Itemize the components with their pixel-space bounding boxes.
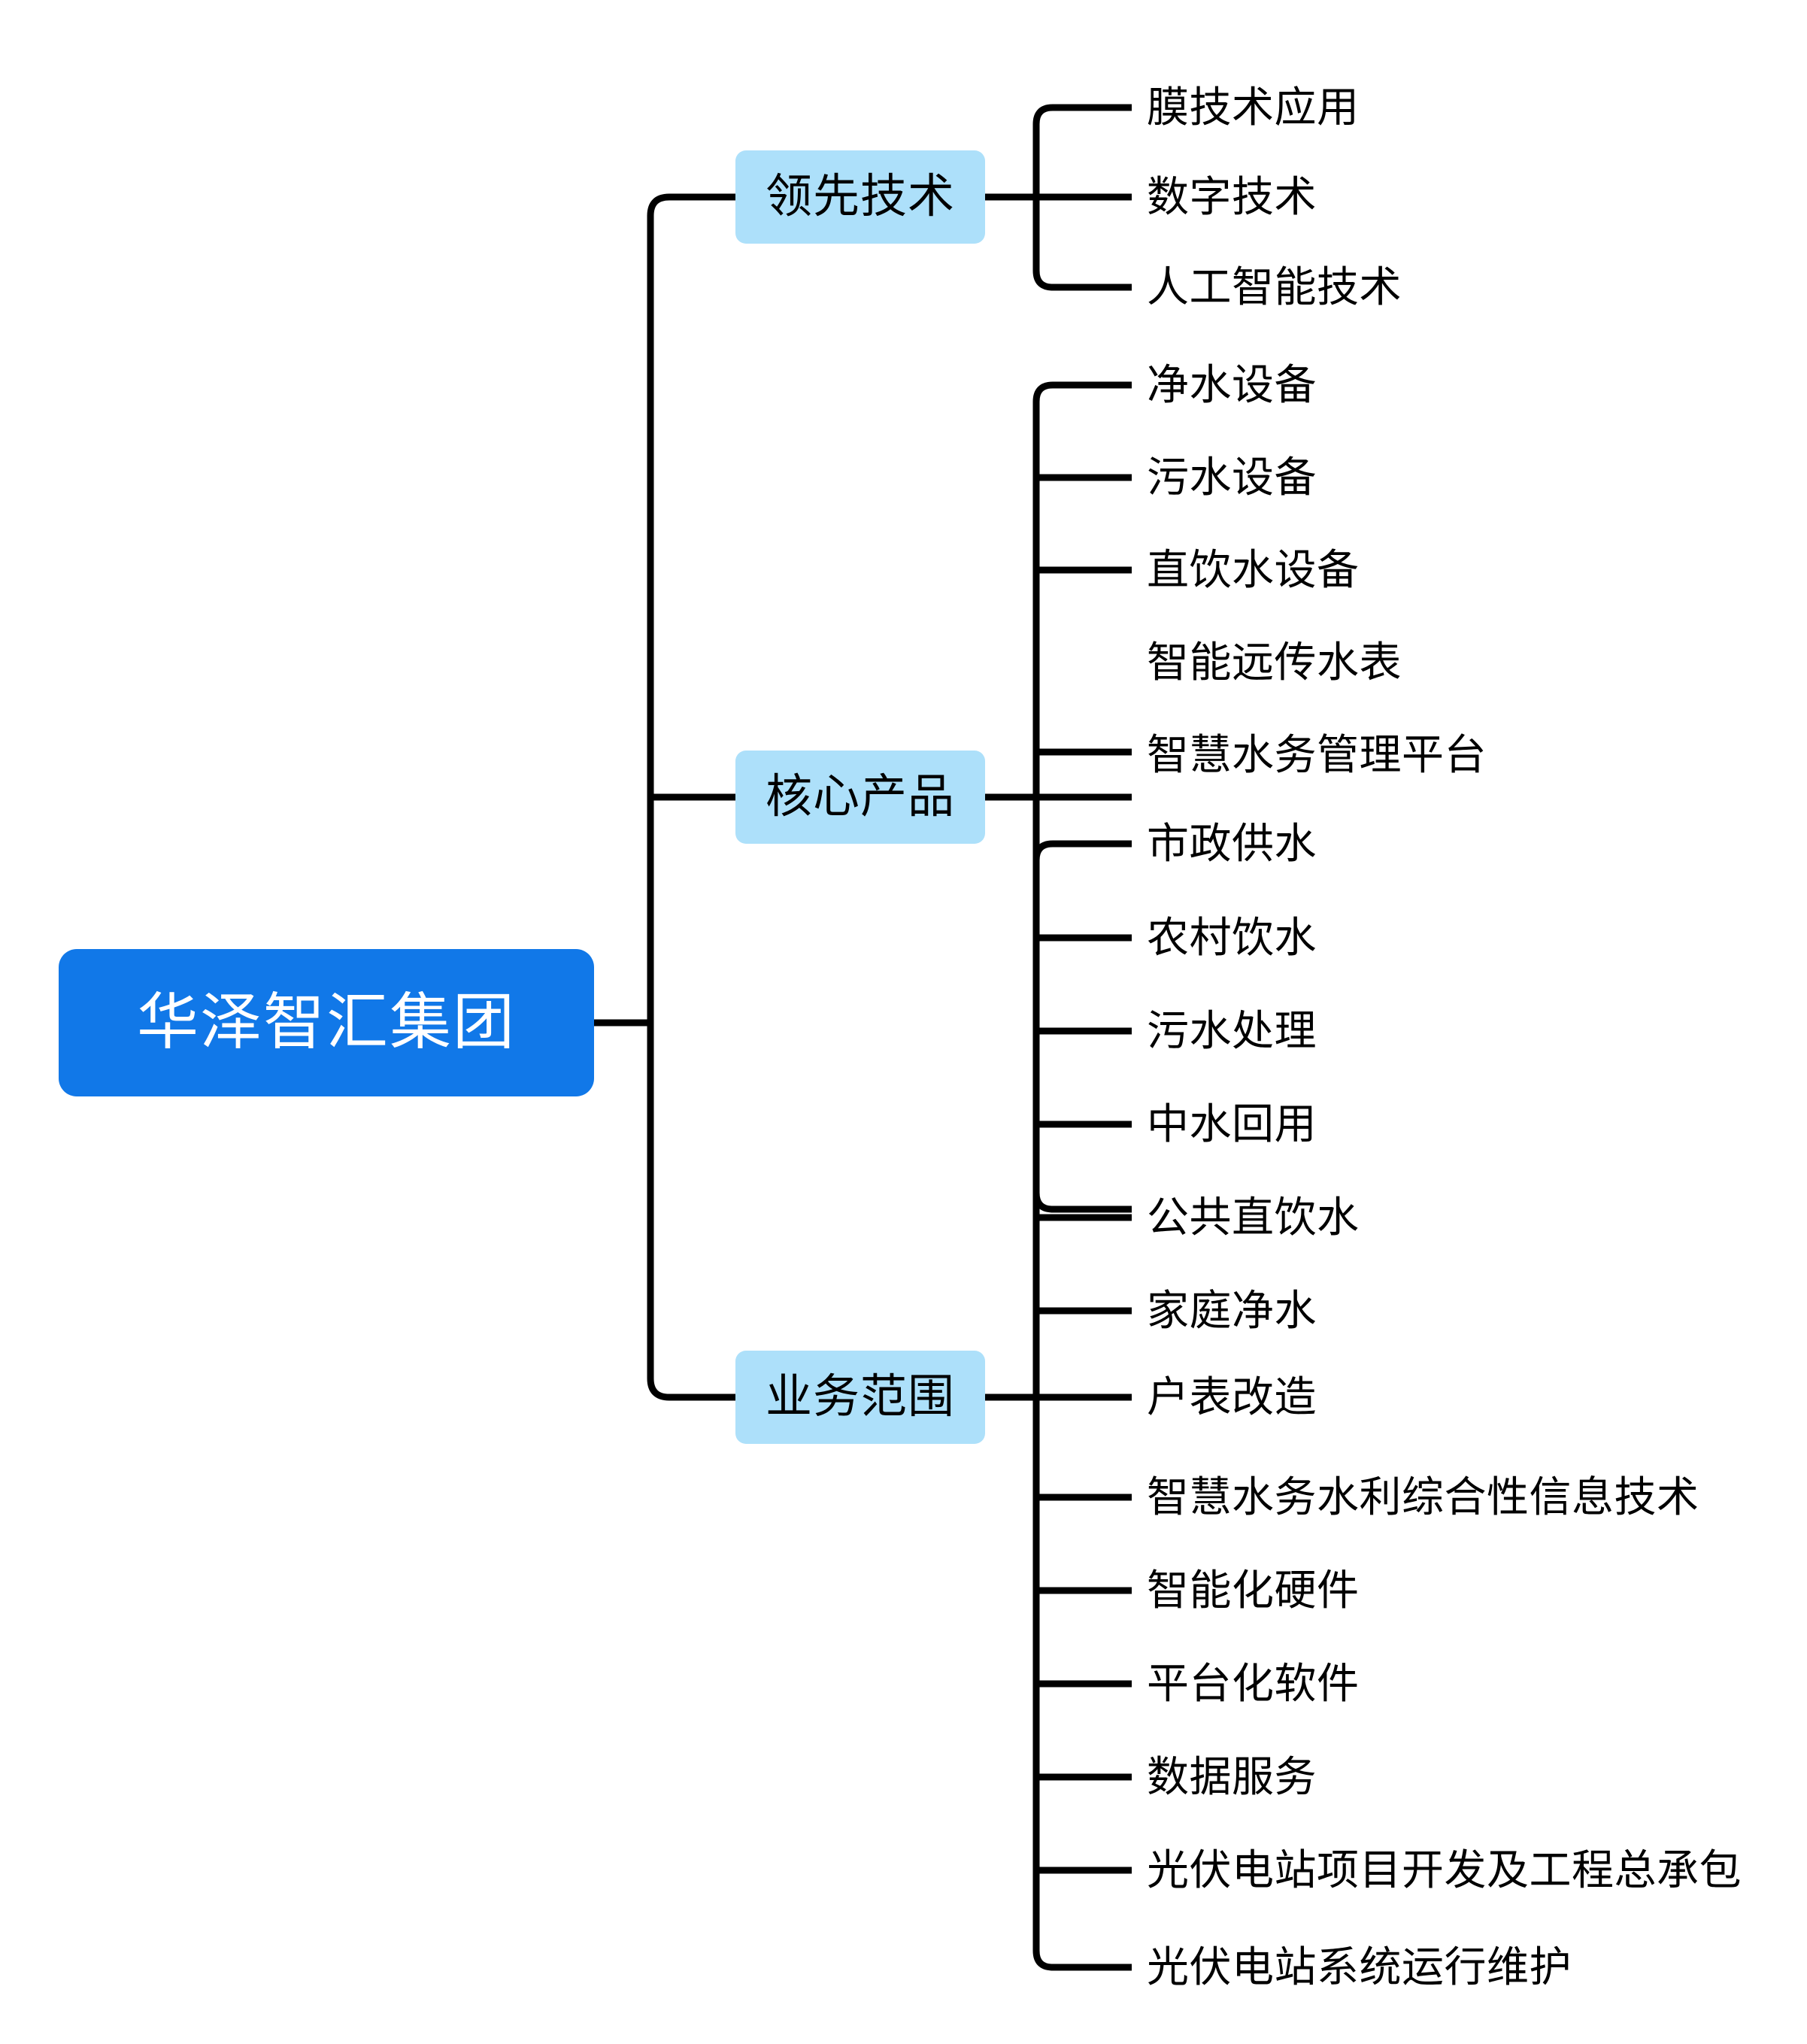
leaf-node-direct-drinking-water-equipment[interactable]: 直饮水设备	[1147, 544, 1360, 596]
leaf-node-data-services[interactable]: 数据服务	[1147, 1751, 1317, 1803]
leaf-node-label: 平台化软件	[1147, 1660, 1360, 1707]
leaf-node-sewage-equipment[interactable]: 污水设备	[1147, 452, 1317, 503]
leaf-node-label: 光伏电站系统运行维护	[1147, 1943, 1572, 1991]
leaf-node-label: 中水回用	[1147, 1100, 1317, 1148]
leaf-node-pv-plant-development-epc[interactable]: 光伏电站项目开发及工程总承包	[1147, 1845, 1742, 1896]
leaf-node-sewage-treatment[interactable]: 污水处理	[1147, 1005, 1317, 1057]
branch-node-business-scope[interactable]: 业务范围	[735, 1351, 985, 1444]
root-node-label: 华泽智汇集团	[136, 988, 516, 1057]
leaf-node-household-water-purification[interactable]: 家庭净水	[1147, 1285, 1317, 1336]
leaf-node-intelligent-hardware[interactable]: 智能化硬件	[1147, 1565, 1360, 1616]
branch2-spine	[1032, 381, 1132, 1213]
leaf-node-label: 光伏电站项目开发及工程总承包	[1147, 1846, 1742, 1894]
leaf-node-label: 直饮水设备	[1147, 546, 1360, 593]
leaf-node-digital-technology[interactable]: 数字技术	[1147, 171, 1317, 223]
leaf-node-platform-software[interactable]: 平台化软件	[1147, 1658, 1360, 1709]
branch-node-leading-technology[interactable]: 领先技术	[735, 150, 985, 244]
leaf-node-ai-technology[interactable]: 人工智能技术	[1147, 262, 1402, 313]
leaf-node-municipal-water-supply[interactable]: 市政供水	[1147, 818, 1317, 869]
leaf-node-smart-water-conservancy-it[interactable]: 智慧水务水利综合性信息技术	[1147, 1472, 1699, 1523]
leaf-node-membrane-technology[interactable]: 膜技术应用	[1147, 82, 1360, 133]
leaf-node-label: 户表改造	[1147, 1373, 1317, 1421]
branch-node-label: 领先技术	[765, 171, 955, 223]
leaf-node-water-purification-equipment[interactable]: 净水设备	[1147, 359, 1317, 411]
leaf-node-label: 农村饮水	[1147, 914, 1317, 961]
leaf-node-label: 污水处理	[1147, 1007, 1317, 1054]
leaf-node-label: 家庭净水	[1147, 1287, 1317, 1334]
leaf-node-smart-water-management-platform[interactable]: 智慧水务管理平台	[1147, 729, 1487, 781]
branch-node-label: 核心产品	[765, 771, 955, 823]
branch-node-label: 业务范围	[765, 1371, 955, 1423]
leaf-node-smart-remote-water-meter[interactable]: 智能远传水表	[1147, 637, 1402, 688]
leaf-node-label: 数据服务	[1147, 1753, 1317, 1800]
leaf-node-reclaimed-water-reuse[interactable]: 中水回用	[1147, 1099, 1317, 1150]
branch-node-core-products[interactable]: 核心产品	[735, 751, 985, 844]
leaf-node-household-meter-renovation[interactable]: 户表改造	[1147, 1372, 1317, 1423]
leaf-node-label: 公共直饮水	[1147, 1193, 1360, 1241]
leaf-node-label: 膜技术应用	[1147, 83, 1360, 131]
root-node[interactable]: 华泽智汇集团	[59, 949, 594, 1096]
leaf-node-label: 人工智能技术	[1147, 263, 1402, 311]
leaf-node-label: 智慧水务管理平台	[1147, 731, 1487, 778]
leaf-node-label: 智慧水务水利综合性信息技术	[1147, 1473, 1699, 1521]
leaf-node-label: 净水设备	[1147, 361, 1317, 408]
leaf-node-label: 智能远传水表	[1147, 638, 1402, 686]
branch1-spine	[1032, 104, 1132, 291]
leaf-node-label: 数字技术	[1147, 173, 1317, 220]
leaf-node-rural-drinking-water[interactable]: 农村饮水	[1147, 912, 1317, 963]
branch3-spine	[1032, 840, 1132, 1971]
leaf-node-public-direct-drinking-water[interactable]: 公共直饮水	[1147, 1192, 1360, 1243]
leaf-node-label: 智能化硬件	[1147, 1566, 1360, 1614]
leaf-node-label: 市政供水	[1147, 820, 1317, 867]
leaf-node-pv-plant-operation-maintenance[interactable]: 光伏电站系统运行维护	[1147, 1942, 1572, 1993]
leaf-node-label: 污水设备	[1147, 453, 1317, 501]
